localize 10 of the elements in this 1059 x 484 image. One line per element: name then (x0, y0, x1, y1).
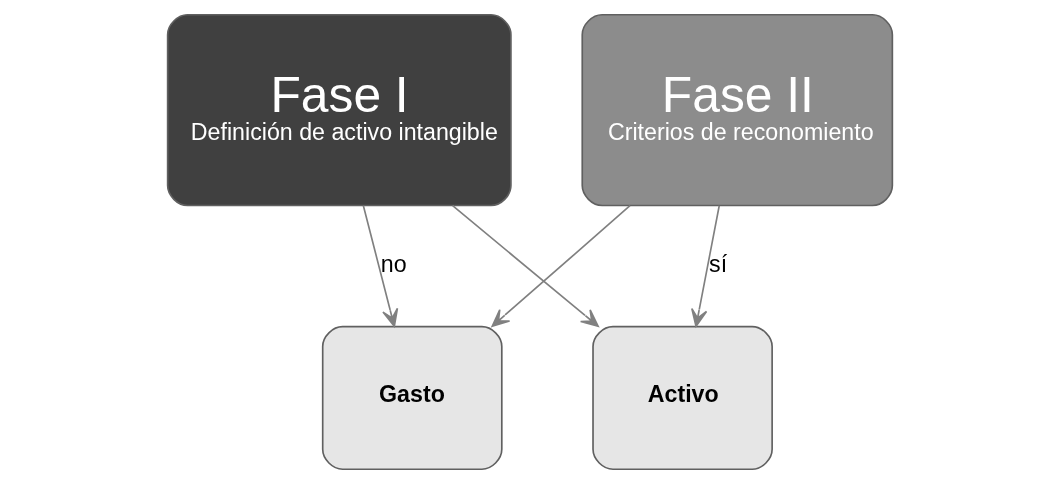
node-box: Gasto (321, 325, 503, 471)
node-box: Activo (591, 325, 773, 471)
arrow (451, 204, 599, 328)
edge-label: sí (708, 251, 727, 278)
edge-label: no (380, 251, 407, 278)
arrow (490, 204, 631, 328)
arrow (362, 204, 398, 328)
node-box: Fase II Criterios de reconomiento (580, 13, 893, 207)
node-box: Fase I Definición de activo intangible (166, 13, 512, 207)
arrow (690, 204, 720, 328)
